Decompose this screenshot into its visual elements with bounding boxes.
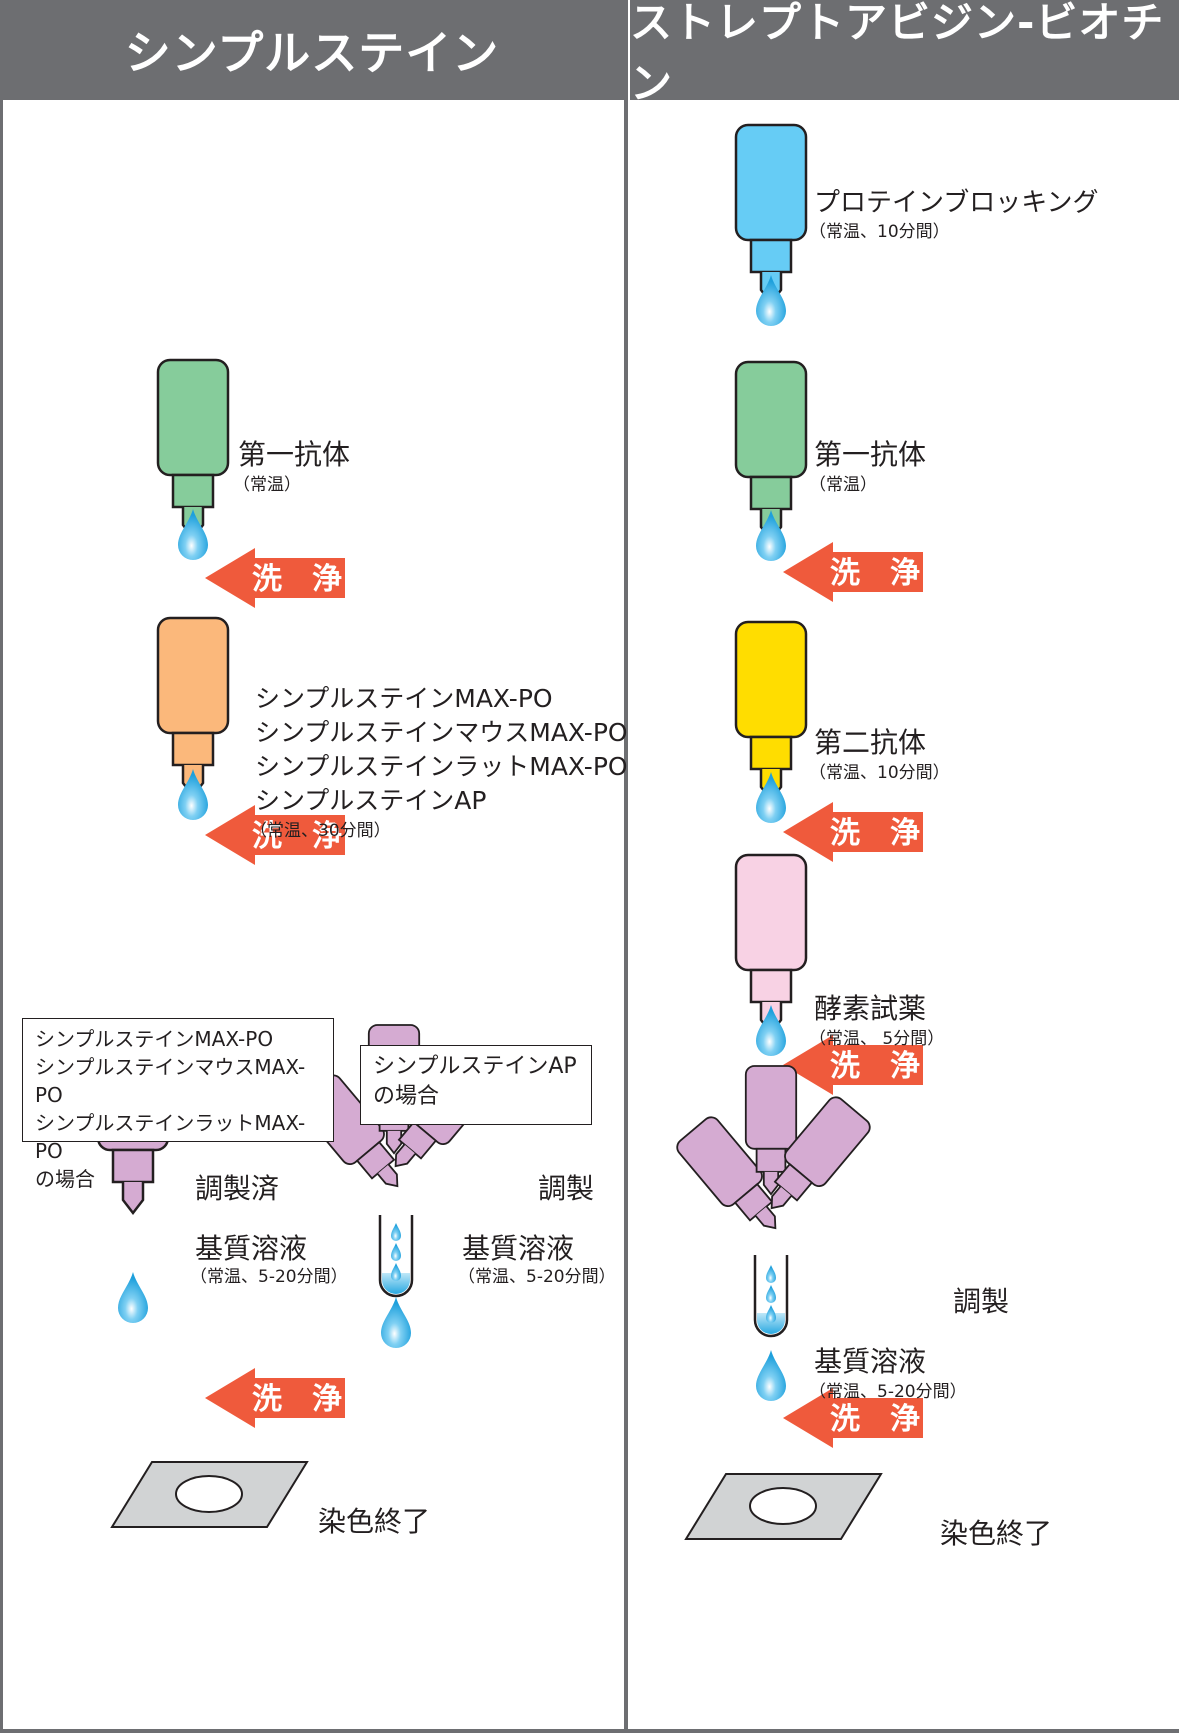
frame-bottom-border xyxy=(0,1729,1179,1733)
wash-label: 洗 浄 xyxy=(252,1382,342,1417)
wash-label: 洗 浄 xyxy=(830,816,920,851)
case-box-po: シンプルステインMAX-PO シンプルステインマウスMAX-PO シンプルステイ… xyxy=(22,1018,334,1191)
substrate-cond-right: （常温、5-20分間） xyxy=(809,1382,967,1402)
column-title-sab: ストレプトアビジン-ビオチン xyxy=(630,0,1179,108)
primary-antibody-cond-left: （常温） xyxy=(233,475,301,495)
secondary-antibody-label-right: 第二抗体 xyxy=(814,726,927,759)
product-line: シンプルステインAP xyxy=(255,786,487,815)
prepared-label: 調製済 xyxy=(195,1172,280,1205)
substrate-label-ap: 基質溶液 xyxy=(462,1232,575,1265)
substrate-label-right: 基質溶液 xyxy=(814,1345,927,1378)
primary-antibody-label-right: 第一抗体 xyxy=(814,438,927,471)
secondary-antibody-cond-right: （常温、10分間） xyxy=(809,763,950,783)
drop-substrate-prepared xyxy=(118,1272,148,1323)
case-po-line: シンプルステインMAX-PO xyxy=(35,1027,274,1051)
wash-label: 洗 浄 xyxy=(252,562,342,597)
slide-left xyxy=(111,1461,308,1528)
secondary-cond-left: （常温、30分間） xyxy=(250,821,391,841)
case-po-line: シンプルステインマウスMAX-PO xyxy=(35,1055,306,1107)
substrate-cond-po: （常温、5-20分間） xyxy=(190,1267,348,1287)
staining-end-label-left: 染色終了 xyxy=(318,1505,431,1538)
frame-left-border xyxy=(0,0,3,1733)
case-ap-line: シンプルステインAP xyxy=(373,1054,577,1079)
drop-substrate-ap xyxy=(381,1297,411,1348)
product-line: シンプルステインラットMAX-PO xyxy=(255,752,628,781)
wash-label: 洗 浄 xyxy=(830,1402,920,1437)
substrate-cond-ap: （常温、5-20分間） xyxy=(458,1267,616,1287)
primary-antibody-label-left: 第一抗体 xyxy=(238,438,351,471)
column-divider xyxy=(624,0,628,1733)
blocking-cond: （常温、10分間） xyxy=(809,222,950,242)
column-title-simple-stain: シンプルステイン xyxy=(0,0,624,100)
case-po-line: の場合 xyxy=(35,1167,95,1191)
enzyme-reagent-cond: （常温、 5分間） xyxy=(809,1029,945,1049)
case-po-line: シンプルステインラットMAX-PO xyxy=(35,1111,306,1163)
wash-label: 洗 浄 xyxy=(830,1049,920,1084)
blocking-label: プロテインブロッキング xyxy=(814,188,1099,218)
staining-end-label-right: 染色終了 xyxy=(940,1517,1053,1550)
secondary-products-left: シンプルステインMAX-PO シンプルステインマウスMAX-PO シンプルステイ… xyxy=(250,682,628,842)
prepare-label-left: 調製 xyxy=(538,1172,595,1205)
slide-right xyxy=(685,1473,882,1540)
drop-substrate-right xyxy=(756,1350,786,1401)
enzyme-reagent-label: 酵素試薬 xyxy=(814,992,927,1025)
wash-label: 洗 浄 xyxy=(252,819,342,854)
product-line: シンプルステインマウスMAX-PO xyxy=(255,718,628,747)
wash-label: 洗 浄 xyxy=(830,556,920,591)
substrate-label-po: 基質溶液 xyxy=(195,1232,308,1265)
product-line: シンプルステインMAX-PO xyxy=(255,684,553,713)
primary-antibody-cond-right: （常温） xyxy=(809,475,877,495)
case-ap-line: の場合 xyxy=(373,1084,440,1109)
prepare-label-right: 調製 xyxy=(953,1285,1010,1318)
case-box-ap: シンプルステインAP の場合 xyxy=(360,1045,592,1125)
